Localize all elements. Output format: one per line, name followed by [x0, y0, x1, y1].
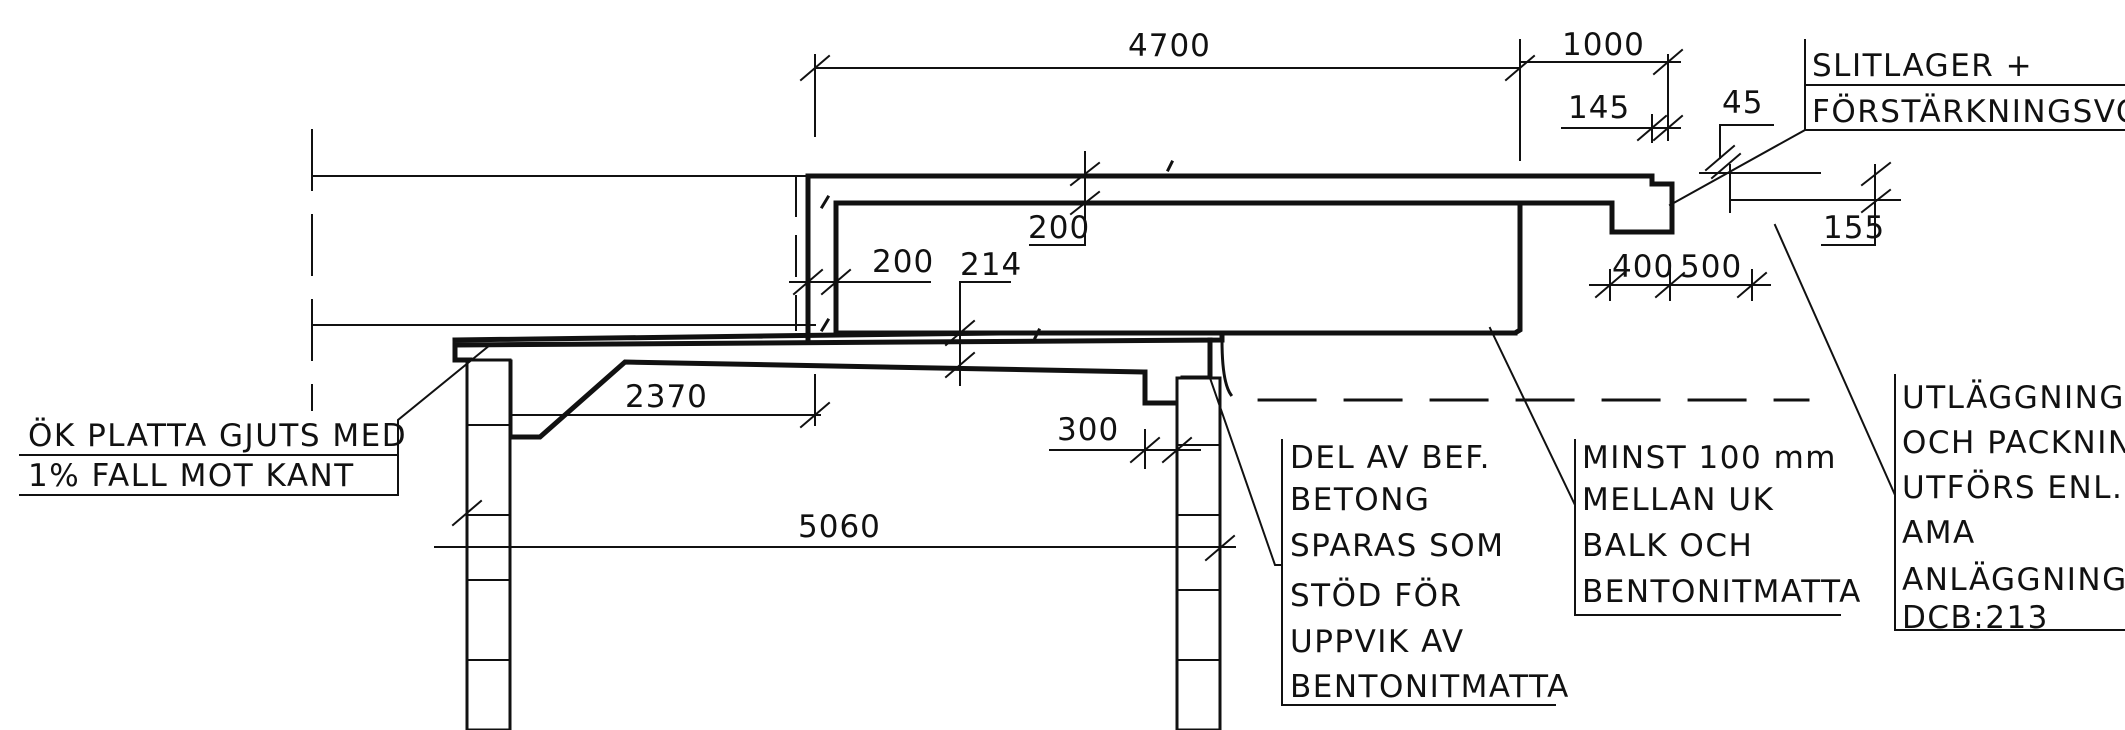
note-minst: MINST 100 mm MELLAN UK BALK OCH BENTONIT… [1582, 440, 1862, 610]
note-slitlager-line-2: FÖRSTÄRKNINGSVOT [1812, 93, 2125, 130]
bottom-slab-top [452, 330, 1225, 363]
dim-145: 145 [1568, 90, 1630, 126]
note-del-av-bef: DEL AV BEF. BETONG SPARAS SOM STÖD FÖR U… [1290, 440, 1570, 705]
dimension-lines [434, 39, 1901, 562]
top-slab-outline [805, 173, 1675, 235]
note-minst-line-2: MELLAN UK [1582, 482, 1774, 518]
dim-4700: 4700 [1128, 28, 1211, 64]
dim-155: 155 [1823, 210, 1885, 246]
note-minst-line-3: BALK OCH [1582, 528, 1753, 564]
note-utlaggning-line-3: UTFÖRS ENL. [1902, 469, 2123, 506]
note-del-av-bef-line-3: SPARAS SOM [1290, 528, 1504, 564]
note-ok-platta-line-2: 1% FALL MOT KANT [28, 458, 355, 494]
note-del-av-bef-line-5: UPPVIK AV [1290, 624, 1465, 660]
dim-45: 45 [1722, 85, 1763, 121]
beam-right-end [833, 200, 1523, 336]
note-del-av-bef-line-6: BENTONITMATTA [1290, 669, 1570, 705]
note-utlaggning-line-1: UTLÄGGNING [1902, 380, 2125, 416]
note-ok-platta: ÖK PLATTA GJUTS MED 1% FALL MOT KANT [28, 417, 407, 494]
note-ok-platta-line-1: ÖK PLATTA GJUTS MED [28, 417, 407, 454]
note-minst-line-4: BENTONITMATTA [1582, 574, 1862, 610]
dim-200-top: 200 [1028, 210, 1090, 246]
dim-200-wall: 200 [872, 244, 934, 280]
dim-1000: 1000 [1562, 27, 1645, 63]
note-utlaggning-line-4: AMA [1902, 515, 1976, 551]
note-minst-line-1: MINST 100 mm [1582, 440, 1837, 476]
bentonite-dashed-line [1220, 338, 1810, 402]
note-utlaggning-line-2: OCH PACKNING [1902, 425, 2125, 461]
dim-300: 300 [1057, 412, 1119, 448]
note-utlaggning-line-5: ANLÄGGNING [1902, 562, 2125, 598]
note-utlaggning: UTLÄGGNING OCH PACKNING UTFÖRS ENL. AMA … [1902, 380, 2125, 636]
dim-400: 400 [1612, 249, 1674, 285]
note-del-av-bef-line-4: STÖD FÖR [1290, 577, 1463, 614]
dim-214: 214 [960, 247, 1022, 283]
dim-2370: 2370 [625, 379, 708, 415]
dim-5060: 5060 [798, 509, 881, 545]
dim-500: 500 [1680, 249, 1742, 285]
leaders [19, 39, 2125, 706]
dimension-texts: 4700 1000 145 45 155 200 200 214 400 500… [625, 27, 1885, 545]
note-slitlager-line-1: SLITLAGER + [1812, 48, 2033, 84]
note-slitlager: SLITLAGER + FÖRSTÄRKNINGSVOT [1812, 48, 2125, 130]
note-del-av-bef-line-1: DEL AV BEF. [1290, 440, 1491, 476]
note-del-av-bef-line-2: BETONG [1290, 482, 1430, 518]
note-utlaggning-line-6: DCB:213 [1902, 600, 2049, 636]
left-masonry-wall [465, 358, 512, 730]
